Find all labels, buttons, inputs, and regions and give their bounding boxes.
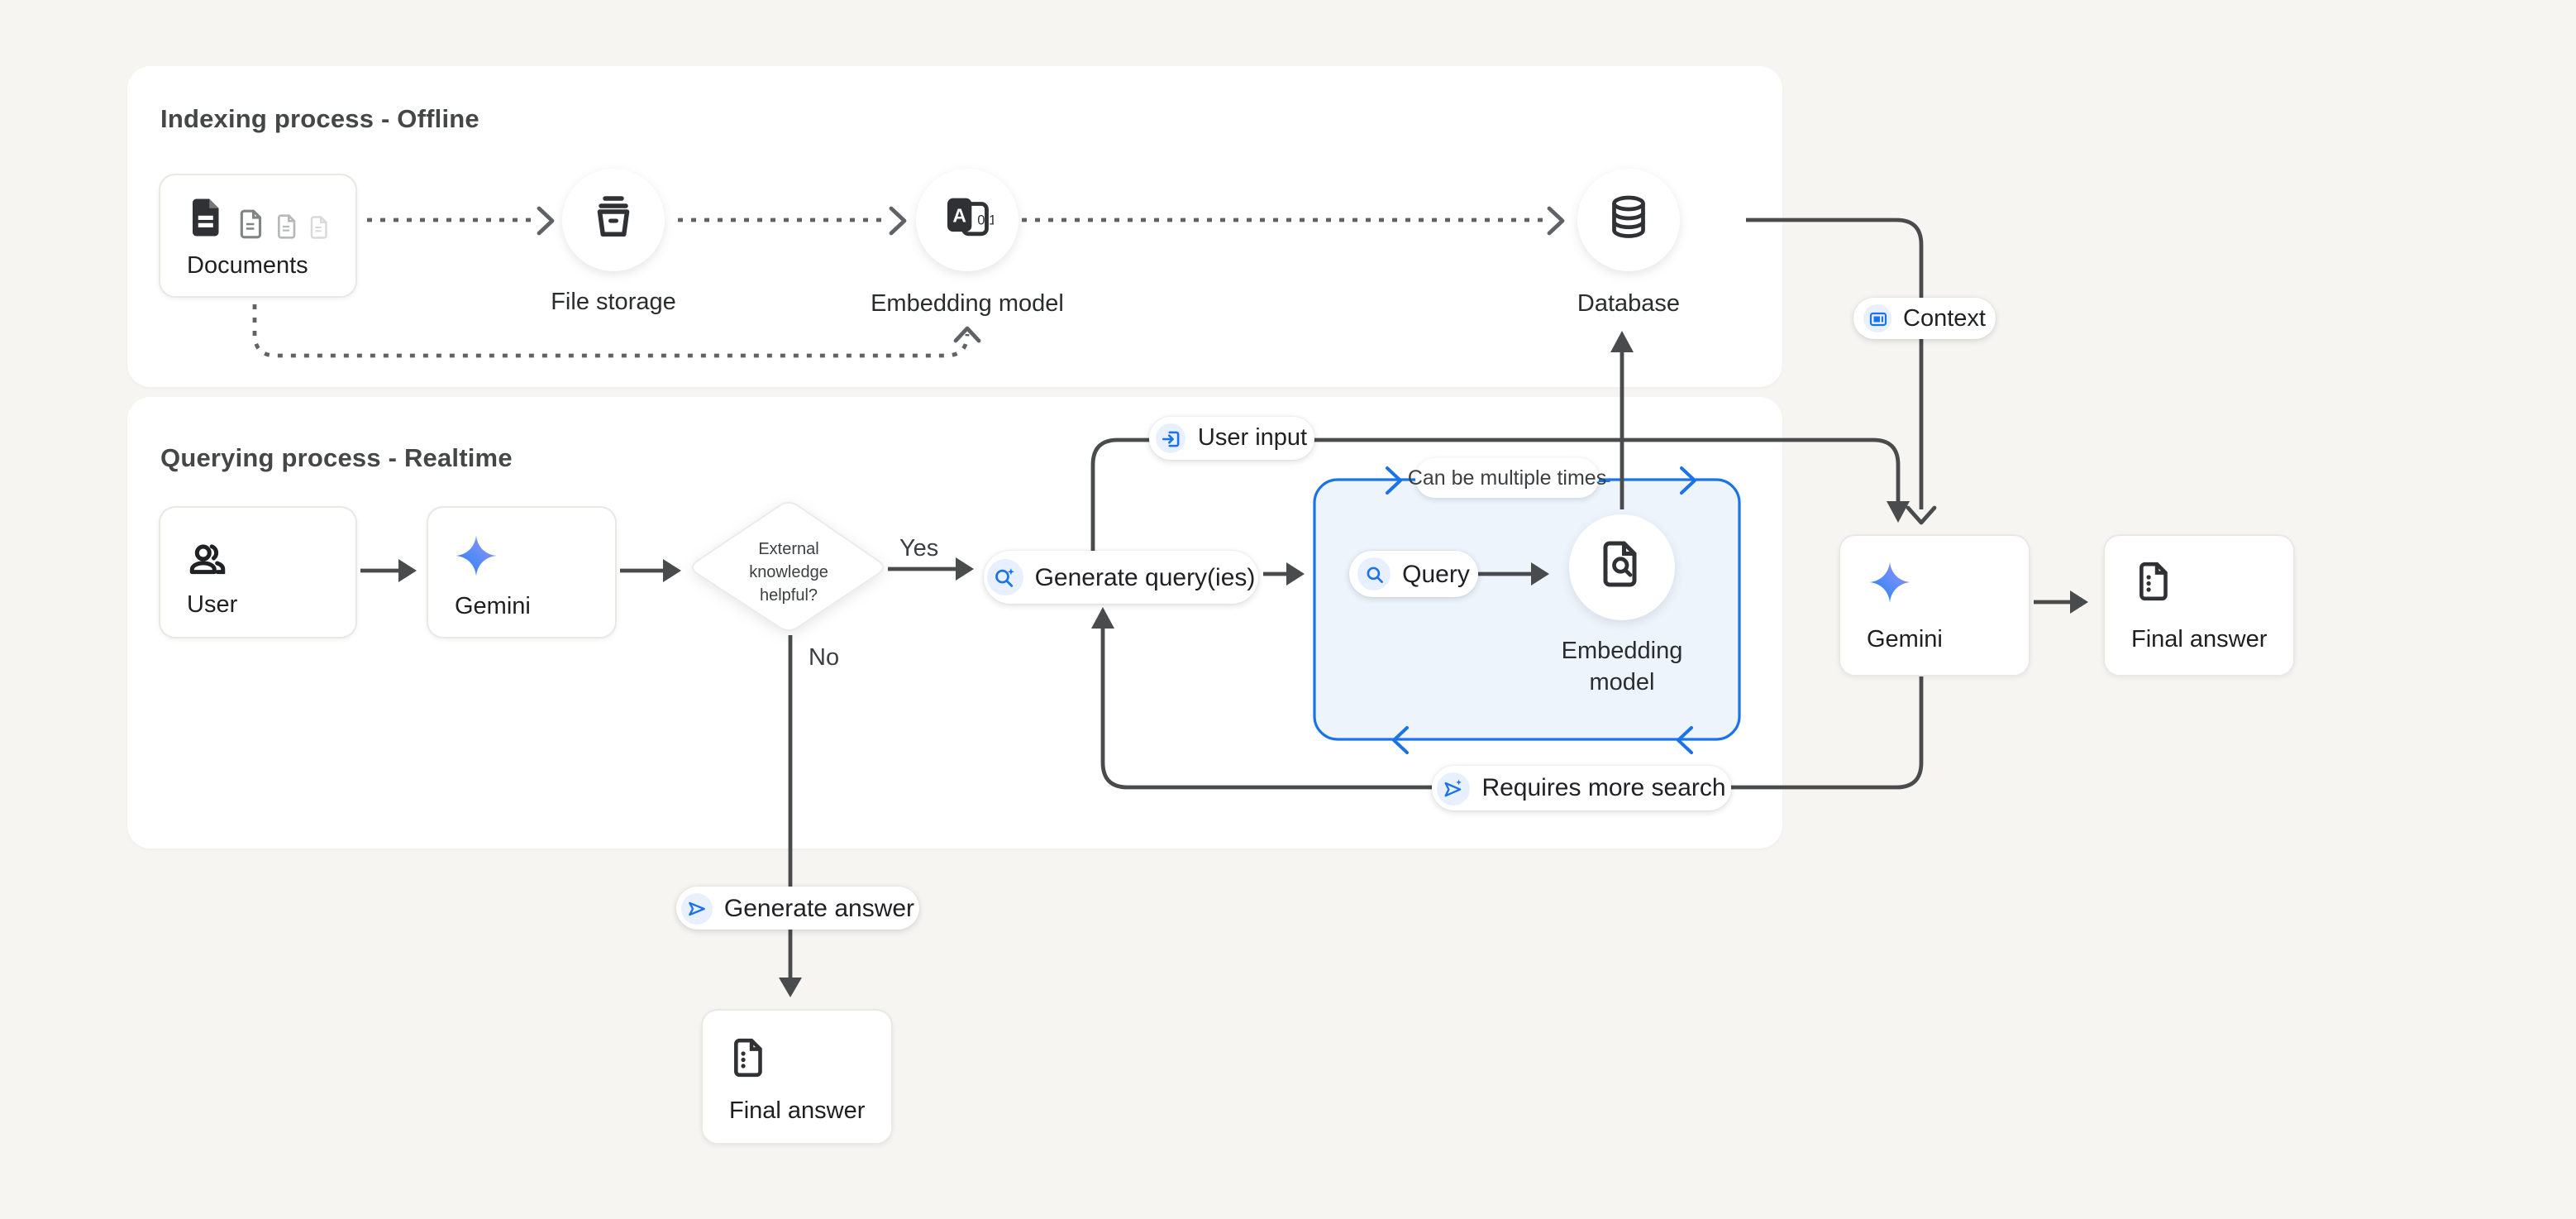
arrowhead-embedding-online [1531, 562, 1549, 586]
loop-arrow-bottom-left-icon [1392, 726, 1409, 754]
query-label: Query [1402, 560, 1470, 588]
arrowhead-final-answer-right [2070, 590, 2088, 614]
gemini-right-label: Gemini [1867, 627, 1943, 653]
final-answer-bottom-label: Final answer [729, 1098, 866, 1125]
documents-label: Documents [187, 253, 308, 280]
database-label: Database [1577, 291, 1681, 318]
arrowhead-database-dashed [1547, 206, 1565, 236]
svg-text:A: A [952, 203, 966, 225]
edge-database-context-gemini [1746, 218, 1924, 509]
context-badge: Context [1853, 298, 1996, 339]
document-filled-icon [185, 195, 230, 248]
loop-arrow-top-left-icon [1386, 466, 1402, 495]
loop-arrow-top-right-icon [1680, 466, 1696, 495]
users-icon [187, 538, 228, 587]
final-answer-bottom-card: Final answer [701, 1009, 893, 1145]
arrowhead-gemini-userinput [1887, 501, 1910, 523]
embedding-model-online-label-1: Embedding [1561, 638, 1683, 665]
user-input-label: User input [1197, 425, 1308, 452]
article-icon [1863, 304, 1891, 332]
final-answer-right-card: Final answer [2103, 534, 2295, 676]
can-be-multiple-times-label: Can be multiple times [1407, 466, 1607, 490]
file-storage-node [562, 169, 665, 271]
search-icon [1357, 557, 1391, 590]
database-icon [1604, 191, 1653, 249]
database-node [1577, 169, 1680, 271]
user-label: User [187, 592, 238, 619]
text-to-vector-icon: 0,1 A [941, 189, 996, 251]
yes-label: Yes [899, 536, 939, 562]
no-label: No [809, 645, 840, 672]
indexing-panel-title: Indexing process - Offline [160, 106, 479, 134]
embedding-model-offline-node: 0,1 A [916, 169, 1018, 271]
requires-more-search-badge: Requires more search [1432, 766, 1731, 810]
edge-userinput-gemini [1090, 437, 1901, 551]
loop-arrow-bottom-right-icon [1677, 726, 1693, 754]
arrowhead-generate-queries [956, 557, 974, 581]
search-sparkle-icon [986, 559, 1023, 595]
document-answer-icon [2135, 561, 2176, 610]
arrowhead-generate-queries-up [1091, 607, 1114, 629]
decision-diamond [691, 501, 885, 632]
arrowhead-database-up [1610, 331, 1634, 352]
bucket-icon [589, 191, 638, 249]
send-icon [680, 892, 713, 924]
requires-more-search-label: Requires more search [1481, 774, 1726, 802]
embedding-model-offline-label: Embedding model [871, 291, 1064, 318]
decision-text-line3: helpful? [759, 587, 818, 605]
document-search-icon [1597, 538, 1647, 596]
generate-queries-label: Generate query(ies) [1034, 563, 1256, 591]
gemini-icon [453, 533, 499, 587]
document-outline-icon [274, 213, 301, 248]
user-card: User [159, 506, 357, 638]
arrowhead-query [1286, 562, 1305, 586]
document-outline-icon [236, 208, 268, 248]
embedding-model-online-label-2: model [1589, 670, 1655, 696]
document-answer-icon [729, 1037, 770, 1087]
send-sparkle-icon [1437, 772, 1471, 805]
arrowhead-final-answer-bottom [779, 978, 802, 997]
svg-text:0,1: 0,1 [977, 212, 994, 227]
can-be-multiple-times-badge: Can be multiple times [1408, 458, 1606, 498]
generate-queries-badge: Generate query(ies) [984, 551, 1258, 604]
context-label: Context [1903, 305, 1986, 332]
gemini-right-card: Gemini [1839, 534, 2030, 676]
user-input-badge: User input [1149, 417, 1314, 460]
final-answer-right-label: Final answer [2131, 627, 2268, 653]
decision-text-line2: knowledge [749, 564, 828, 582]
arrowhead-decision [663, 559, 681, 582]
generate-answer-label: Generate answer [723, 894, 915, 922]
documents-icons [185, 195, 332, 248]
arrowhead-gemini-context [1906, 505, 1937, 525]
embedding-model-online-node [1569, 514, 1675, 620]
gemini-left-label: Gemini [455, 594, 531, 620]
querying-panel-title: Querying process - Realtime [160, 445, 513, 473]
documents-card: Documents [159, 174, 357, 298]
input-icon [1156, 423, 1186, 453]
loop-box [1313, 478, 1741, 741]
arrowhead-gemini-left [398, 559, 417, 582]
arrowhead-embedding [889, 206, 907, 236]
edge-documents-embedding-return [252, 304, 970, 358]
gemini-left-card: Gemini [427, 506, 617, 638]
query-badge: Query [1349, 551, 1478, 597]
document-outline-icon [308, 215, 332, 248]
file-storage-label: File storage [551, 289, 676, 316]
arrowhead-embedding-up [953, 326, 981, 343]
decision-text-line1: External [758, 541, 819, 559]
arrowhead-filestorage [537, 206, 555, 236]
gemini-icon [1867, 559, 1913, 614]
generate-answer-badge: Generate answer [676, 887, 919, 930]
